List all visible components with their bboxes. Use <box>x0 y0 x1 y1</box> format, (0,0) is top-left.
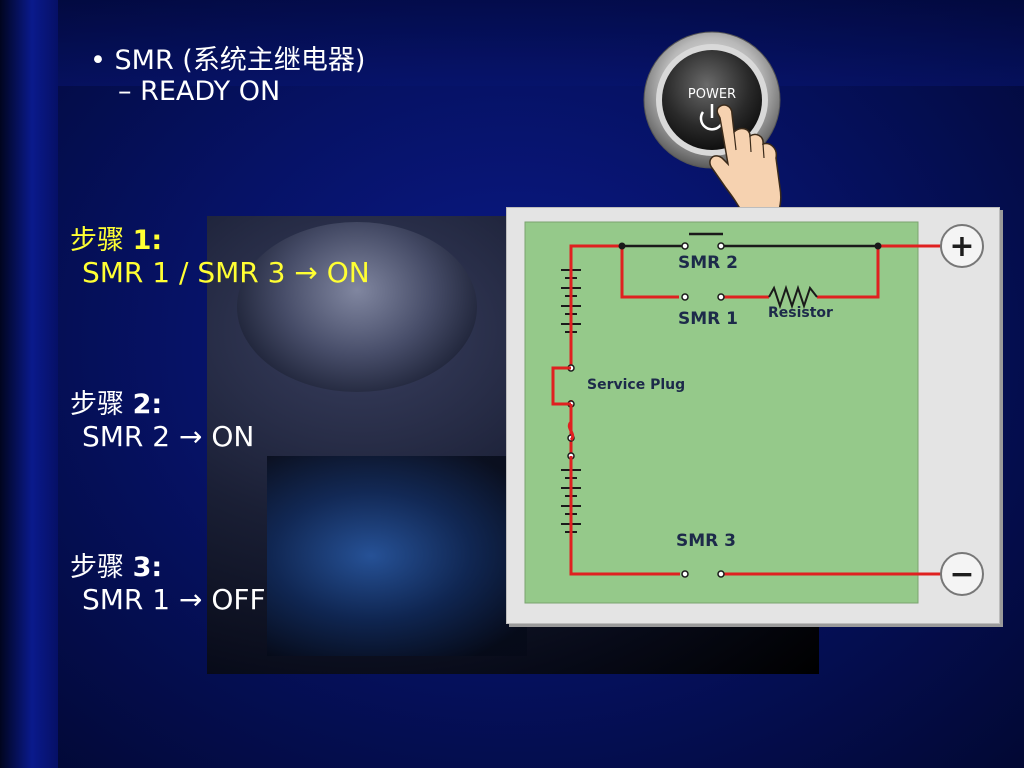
service-plug-symbol <box>551 366 575 470</box>
step-1-heading: 步骤 1: <box>70 218 162 257</box>
left-frame <box>0 0 58 768</box>
resistor-symbol <box>768 284 818 310</box>
negative-terminal: − <box>940 552 984 596</box>
step-1-label: 步骤 <box>70 225 133 256</box>
circuit-diagram-card: + − SMR 2 SMR 1 Resistor Service Plug SM… <box>506 207 1000 624</box>
chip-image <box>267 456 527 656</box>
smr1-label: SMR 1 <box>678 309 738 329</box>
step-3-number: 3: <box>132 552 163 583</box>
power-label: POWER <box>688 87 736 102</box>
step-3-heading: 步骤 3: <box>70 545 162 584</box>
smr2-label: SMR 2 <box>678 253 738 273</box>
circuit-diagram-svg: + − <box>524 221 984 604</box>
bullet-smr-title: • SMR (系统主继电器) <box>90 45 366 76</box>
junction-dots <box>618 242 882 250</box>
inactive-circuit <box>622 232 878 248</box>
bullet-ready-on: – READY ON <box>118 76 281 107</box>
positive-terminal: + <box>940 224 984 268</box>
piston-image <box>237 222 477 392</box>
step-2-heading: 步骤 2: <box>70 382 162 421</box>
top-shade <box>0 0 1024 86</box>
hand-icon <box>709 104 782 217</box>
step-1-number: 1: <box>132 225 163 256</box>
step-1-text: SMR 1 / SMR 3 → ON <box>82 256 370 289</box>
step-3-text: SMR 1 → OFF <box>82 583 266 616</box>
step-2-text: SMR 2 → ON <box>82 420 255 453</box>
smr3-label: SMR 3 <box>676 531 736 551</box>
negative-sign: − <box>949 557 974 592</box>
service-plug-label: Service Plug <box>587 377 686 393</box>
step-3-label: 步骤 <box>70 552 133 583</box>
power-button-illustration: POWER <box>640 28 790 218</box>
diagram-panel <box>524 221 919 604</box>
positive-sign: + <box>949 229 974 264</box>
power-button-svg: POWER <box>643 31 782 217</box>
step-2-label: 步骤 <box>70 389 133 420</box>
step-2-number: 2: <box>132 389 163 420</box>
resistor-label: Resistor <box>768 305 833 321</box>
